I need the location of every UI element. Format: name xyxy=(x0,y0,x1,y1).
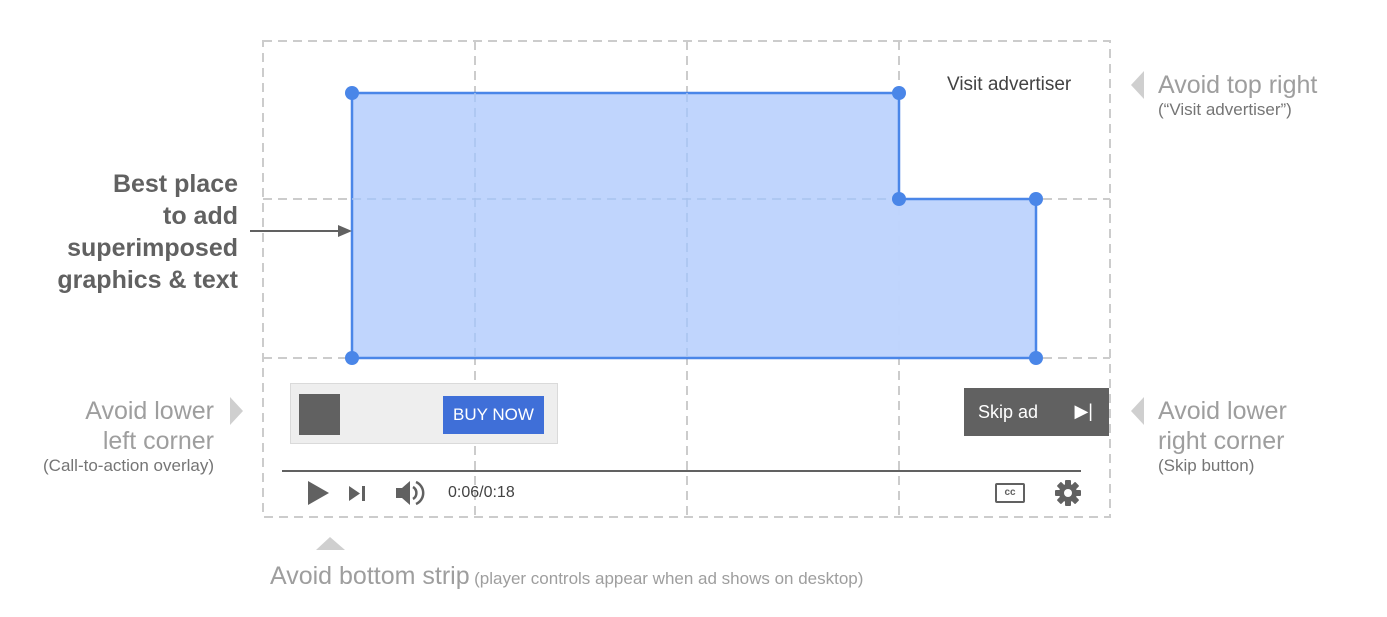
skip-ad-label: Skip ad xyxy=(978,401,1039,422)
vertex-step-inner xyxy=(892,192,906,206)
avoid-bottom-strip-callout: Avoid bottom strip (player controls appe… xyxy=(270,562,863,591)
cta-thumbnail xyxy=(299,394,340,435)
lower-right-pointer-arrow xyxy=(1131,397,1144,425)
vertex-step-outer xyxy=(1029,192,1043,206)
avoid-lower-right-line-1: Avoid lower xyxy=(1158,397,1287,425)
avoid-lower-right-note: (Skip button) xyxy=(1158,456,1255,475)
avoid-bottom-strip-note: (player controls appear when ad shows on… xyxy=(474,569,864,588)
vertex-bottom-left xyxy=(345,351,359,365)
lower-left-pointer-arrow xyxy=(230,397,243,425)
best-place-line-1: Best place xyxy=(112,170,238,198)
visit-advertiser-label[interactable]: Visit advertiser xyxy=(947,74,1072,95)
avoid-lower-left-callout: Avoid lower left corner (Call-to-action … xyxy=(0,396,214,476)
best-place-line-2: to add xyxy=(163,202,238,230)
avoid-top-right-callout: Avoid top right (“Visit advertiser”) xyxy=(1158,70,1317,120)
grid-overlay xyxy=(352,93,899,358)
buy-now-button[interactable]: BUY NOW xyxy=(443,396,544,434)
avoid-lower-left-line-2: left corner xyxy=(102,427,214,455)
safe-area-vertices xyxy=(345,86,1043,365)
avoid-top-right-note: (“Visit advertiser”) xyxy=(1158,100,1292,119)
best-place-arrow xyxy=(250,225,352,237)
vertex-top-right xyxy=(892,86,906,100)
time-readout: 0:06/0:18 xyxy=(448,484,515,501)
bottom-pointer-arrow xyxy=(316,537,345,550)
avoid-bottom-strip-label: Avoid bottom strip xyxy=(270,562,470,590)
top-right-pointer-arrow xyxy=(1131,71,1144,99)
best-place-line-4: graphics & text xyxy=(57,266,238,294)
skip-next-icon: ▶| xyxy=(1074,401,1093,421)
volume-icon[interactable] xyxy=(396,480,425,506)
skip-ad-button[interactable]: Skip ad ▶| xyxy=(964,388,1109,436)
vertex-top-left xyxy=(345,86,359,100)
closed-captions-button[interactable]: cc xyxy=(995,483,1025,503)
avoid-lower-left-line-1: Avoid lower xyxy=(85,397,214,425)
best-place-line-3: superimposed xyxy=(67,234,238,262)
avoid-lower-right-callout: Avoid lower right corner (Skip button) xyxy=(1158,396,1287,476)
best-place-label: Best place to add superimposed graphics … xyxy=(38,168,238,296)
avoid-lower-right-line-2: right corner xyxy=(1158,427,1285,455)
play-icon[interactable] xyxy=(308,481,329,505)
vertex-bottom-right xyxy=(1029,351,1043,365)
safe-area-region xyxy=(350,91,1038,360)
settings-icon[interactable] xyxy=(1055,480,1081,506)
call-to-action-overlay[interactable]: BUY NOW xyxy=(290,383,558,444)
avoid-top-right-label: Avoid top right xyxy=(1158,71,1318,99)
avoid-lower-left-note: (Call-to-action overlay) xyxy=(43,456,214,475)
next-icon[interactable] xyxy=(349,486,365,501)
